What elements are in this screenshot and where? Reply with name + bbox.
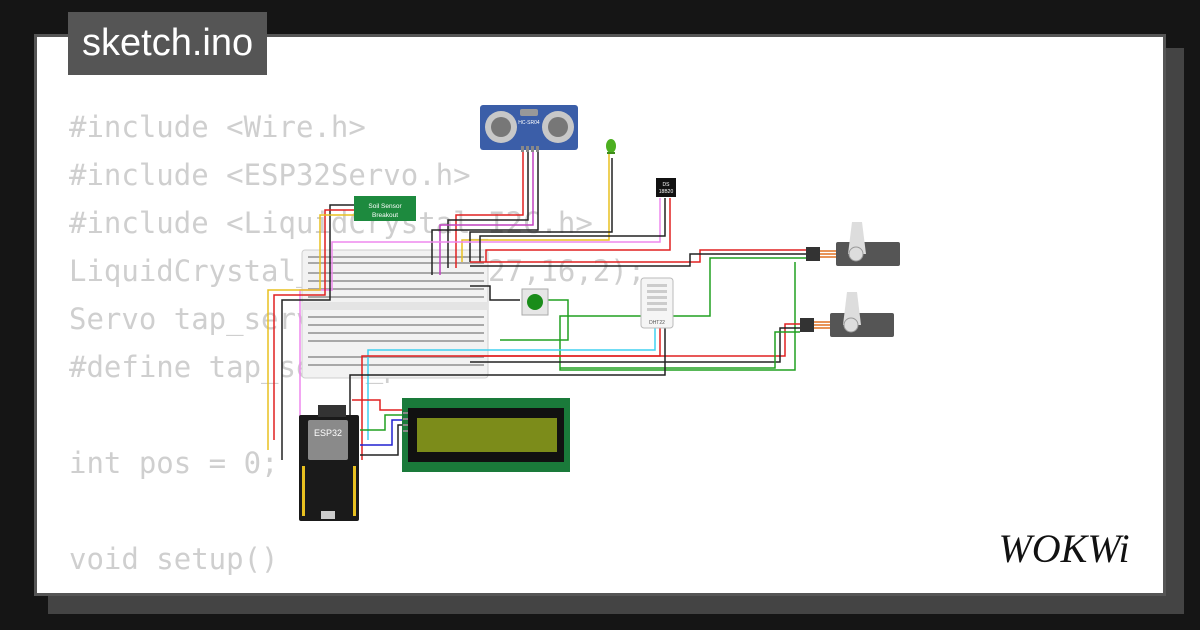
push-button (521, 288, 549, 316)
esp32-board: ESP32 (299, 405, 359, 521)
wokwi-logo-text: WOKWi (998, 526, 1129, 571)
code-line: { (69, 583, 645, 593)
ultrasonic-sensor: HC-SR04 (480, 105, 578, 152)
soil-sensor: Soil Sensor Breakout (354, 196, 416, 221)
sketch-title: sketch.ino (68, 12, 268, 75)
ultrasonic-label: HC-SR04 (518, 120, 540, 126)
dht-label: DHT22 (649, 320, 665, 326)
code-line: #include <LiquidCrystal_I2C.h> (69, 206, 593, 240)
green-led (606, 139, 616, 154)
esp32-label: ESP32 (314, 428, 342, 438)
soil-sensor-label-2: Breakout (372, 212, 398, 219)
code-background: #include <Wire.h> #include <ESP32Servo.h>… (69, 103, 645, 593)
dht22-sensor: DHT22 (640, 277, 674, 329)
soil-sensor-label-1: Soil Sensor (368, 203, 402, 210)
servo-1 (806, 222, 900, 266)
wires (267, 150, 820, 470)
breadboard (301, 249, 489, 379)
code-line: #include <ESP32Servo.h> (69, 158, 471, 192)
code-line: int pos = 0; (69, 446, 279, 480)
servo-2 (800, 292, 894, 337)
code-line: #include <Wire.h> (69, 110, 366, 144)
wokwi-logo: WOKWi (998, 526, 1129, 571)
temp-sensor-label-2: 18B20 (659, 189, 674, 195)
temp-sensor-label-1: DS (663, 182, 671, 188)
lcd-display (402, 398, 570, 472)
temperature-sensor-ds18b20: DS 18B20 (656, 178, 676, 197)
preview-card: #include <Wire.h> #include <ESP32Servo.h>… (34, 34, 1166, 596)
code-line: void setup() (69, 542, 279, 576)
